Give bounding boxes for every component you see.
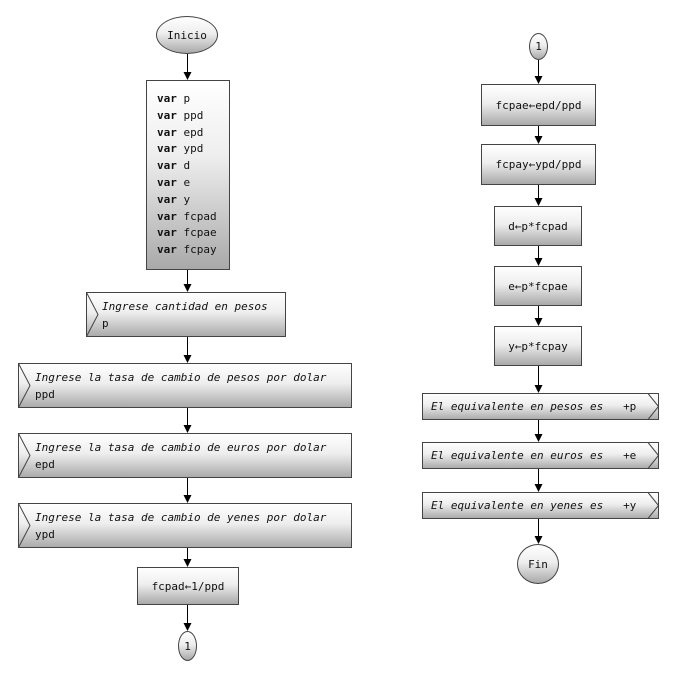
output-block-pesos: El equivalente en pesos es +p	[422, 393, 660, 420]
arrowhead	[183, 559, 192, 567]
arrowhead	[534, 318, 543, 326]
start-terminal: Inicio	[156, 16, 218, 54]
arrowhead	[534, 76, 543, 84]
input-var: epd	[35, 458, 55, 471]
input-var: ppd	[35, 388, 55, 401]
input-block-epd: Ingrese la tasa de cambio de euros por d…	[18, 433, 352, 478]
input-prompt: Ingrese la tasa de cambio de yenes por d…	[35, 511, 327, 524]
arrowhead	[183, 623, 192, 631]
input-prompt: Ingrese la tasa de cambio de euros por d…	[35, 441, 327, 454]
arrowhead	[534, 434, 543, 442]
output-block-euros: El equivalente en euros es +e	[422, 442, 660, 469]
arrowhead	[183, 72, 192, 80]
arrowhead	[534, 385, 543, 393]
input-prompt: Ingrese la tasa de cambio de pesos por d…	[35, 371, 327, 384]
arrowhead	[183, 284, 192, 292]
arrowhead	[183, 425, 192, 433]
arrowhead	[534, 536, 543, 544]
input-prompt: Ingrese cantidad en pesos	[102, 300, 268, 313]
assign-d: d←p*fcpad	[494, 206, 582, 246]
output-var: +y	[623, 499, 637, 512]
assign-e: e←p*fcpae	[494, 266, 582, 306]
assign-fcpae: fcpae←epd/ppd	[481, 84, 596, 126]
decl-line-fcpad: var fcpad	[157, 209, 217, 223]
connector-in: 1	[529, 33, 548, 60]
arrowhead	[183, 495, 192, 503]
input-block-pesos: Ingrese cantidad en pesos p	[86, 292, 286, 337]
arrowhead	[534, 484, 543, 492]
decl-line-epd: var epd	[157, 125, 204, 139]
input-block-ppd: Ingrese la tasa de cambio de pesos por d…	[18, 363, 352, 408]
assign-y: y←p*fcpay	[494, 326, 582, 366]
output-var: +p	[623, 400, 637, 413]
arrowhead	[183, 355, 192, 363]
end-terminal: Fin	[517, 544, 559, 584]
arrowhead	[534, 198, 543, 206]
arrowhead	[534, 258, 543, 266]
output-text: El equivalente en yenes es	[431, 499, 604, 512]
output-var: +e	[623, 449, 637, 462]
input-block-ypd: Ingrese la tasa de cambio de yenes por d…	[18, 503, 352, 548]
input-var: p	[102, 317, 109, 330]
start-label: Inicio	[167, 28, 207, 42]
decl-line-fcpay: var fcpay	[157, 243, 217, 257]
output-text: El equivalente en euros es	[431, 449, 604, 462]
arrowhead	[534, 136, 543, 144]
decl-line-e: var e	[157, 175, 191, 189]
decl-line-fcpae: var fcpae	[157, 226, 217, 240]
input-var: ypd	[35, 528, 55, 541]
connector-out: 1	[178, 631, 197, 661]
assign-fcpad: fcpad←1/ppd	[137, 567, 239, 605]
decl-line-p: var p	[157, 92, 191, 105]
output-block-yenes: El equivalente en yenes es +y	[422, 492, 660, 519]
declaration-block: var p var ppd var epd var ypd var d var …	[146, 80, 230, 270]
assign-fcpay: fcpay←ypd/ppd	[481, 144, 596, 185]
decl-line-ppd: var ppd	[157, 108, 204, 122]
output-text: El equivalente en pesos es	[431, 400, 604, 413]
decl-line-ypd: var ypd	[157, 142, 204, 156]
decl-line-d: var d	[157, 159, 191, 173]
decl-line-y: var y	[157, 192, 191, 206]
end-label: Fin	[528, 557, 548, 571]
